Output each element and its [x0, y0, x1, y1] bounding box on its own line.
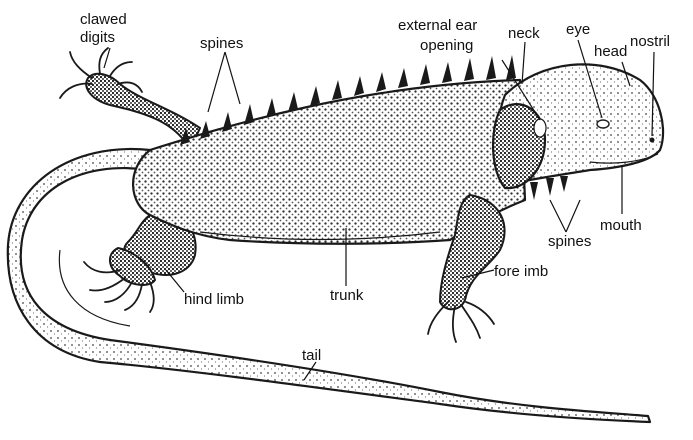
- leader-neck: [522, 42, 525, 84]
- eye-shape: [597, 120, 609, 128]
- label-fore-limb: fore imb: [494, 263, 548, 280]
- label-spines-bottom: spines: [548, 233, 591, 250]
- fore-claw-2: [453, 306, 456, 342]
- leader-spines-bottom-1: [550, 200, 566, 232]
- label-digits: digits: [80, 29, 115, 46]
- fore-claw-4: [466, 302, 494, 324]
- hind-claw-3: [105, 282, 132, 302]
- label-eye: eye: [566, 21, 590, 38]
- label-spines-top: spines: [200, 35, 243, 52]
- label-external-ear: external ear: [398, 17, 477, 34]
- raised-claw-2: [70, 52, 92, 78]
- label-head: head: [594, 43, 627, 60]
- label-mouth: mouth: [600, 217, 642, 234]
- label-clawed: clawed: [80, 11, 127, 28]
- hind-claw-2: [90, 278, 125, 291]
- hind-claw-5: [150, 282, 154, 312]
- label-neck: neck: [508, 25, 540, 42]
- label-opening: opening: [420, 37, 473, 54]
- label-tail: tail: [302, 347, 321, 364]
- nostril-shape: [650, 138, 655, 143]
- leader-spines-top-1: [208, 52, 225, 112]
- label-trunk: trunk: [330, 287, 364, 304]
- label-hind-limb: hind limb: [184, 291, 244, 308]
- leader-spines-top-2: [225, 52, 240, 104]
- label-nostril: nostril: [630, 33, 670, 50]
- fore-claw-3: [462, 306, 480, 338]
- ear-opening-shape: [534, 119, 546, 137]
- leader-spines-bottom-2: [566, 200, 580, 232]
- raised-claw-4: [110, 62, 132, 76]
